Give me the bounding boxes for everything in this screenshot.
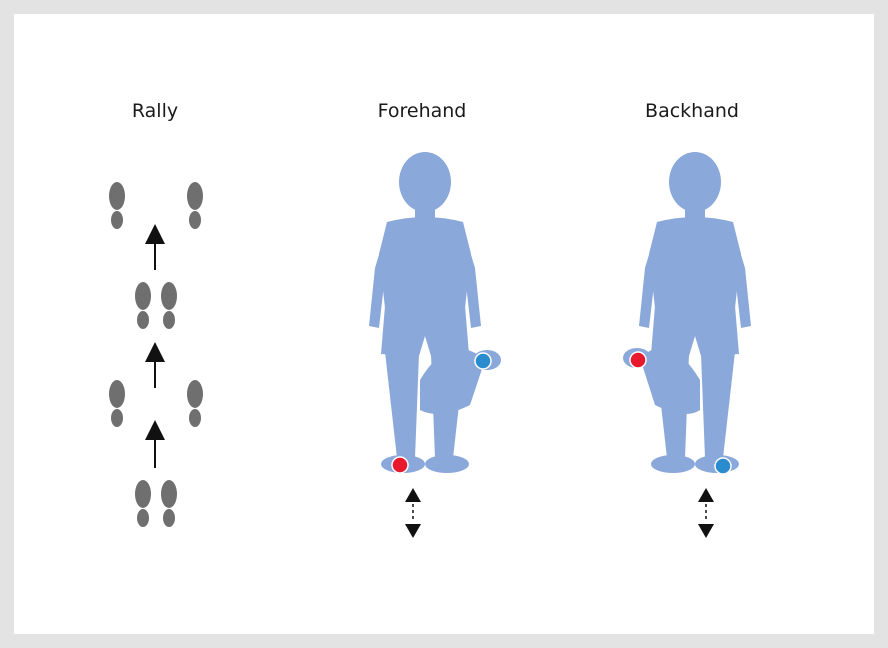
ball-icon (474, 352, 492, 370)
ball-icon (629, 351, 647, 369)
rally-title: Rally (131, 100, 179, 122)
forehand-figure (369, 152, 501, 474)
footprint-icon (135, 282, 151, 329)
person-silhouette-icon (369, 152, 481, 473)
footprint-icon (187, 182, 203, 229)
ball-icon (391, 456, 409, 474)
forehand-title: Forehand (377, 100, 467, 122)
backhand-figure (623, 152, 751, 475)
ball-icon (714, 457, 732, 475)
footprint-icon (187, 380, 203, 427)
footprint-icon (161, 282, 177, 329)
footprint-icon (109, 182, 125, 229)
footprint-icon (161, 480, 177, 527)
double-arrow-icon (405, 488, 421, 538)
footprint-icon (135, 480, 151, 527)
footprint-icon (109, 380, 125, 427)
rally-footsteps (109, 182, 203, 527)
backhand-title: Backhand (645, 100, 739, 122)
person-silhouette-icon (639, 152, 751, 473)
double-arrow-icon (698, 488, 714, 538)
